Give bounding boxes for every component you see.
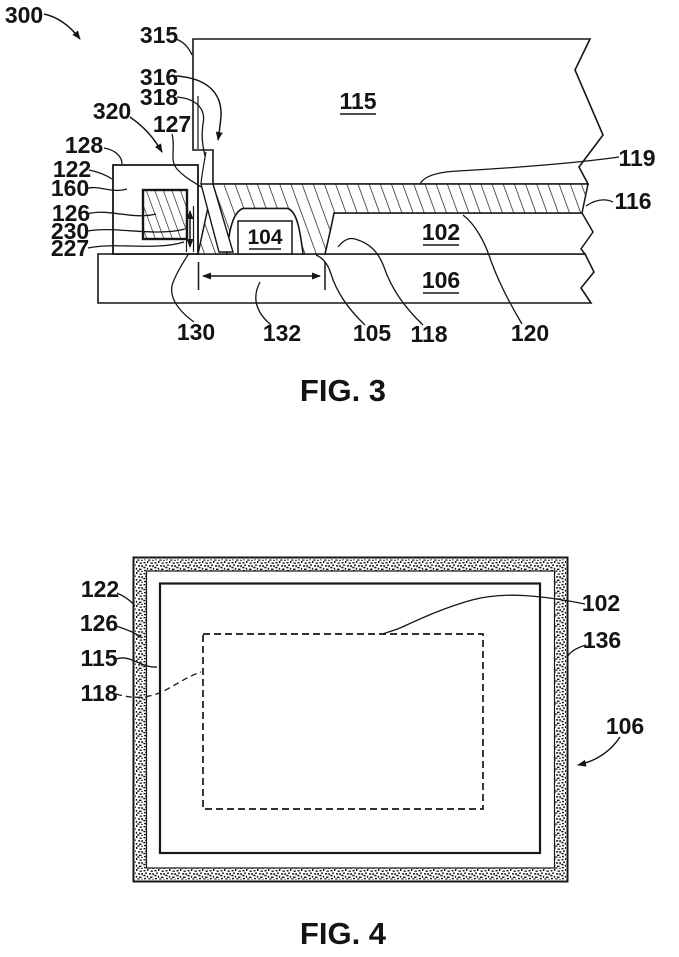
fig4-leader-136: [566, 644, 587, 659]
fig3-label-128: 128: [65, 132, 104, 158]
fig4-stipple-inner-edge: [145, 570, 556, 869]
fig4-label-136: 136: [583, 627, 621, 653]
fig3-label-120: 120: [511, 320, 549, 346]
fig4-label-106: 106: [606, 713, 644, 739]
fig3-leader-300: [43, 13, 81, 40]
fig3-label-118: 118: [410, 321, 447, 347]
fig3-leader-128: [103, 147, 123, 165]
fig3-label-105: 105: [353, 320, 392, 346]
fig4-inner-rect-115: [158, 582, 542, 855]
fig3-label-104: 104: [247, 226, 282, 249]
fig4-outer-rect-106: [132, 556, 569, 883]
fig3-label-320: 320: [93, 98, 131, 124]
fig3-label-127: 127: [153, 111, 191, 137]
fig4-label-115: 115: [80, 645, 117, 671]
fig3-label-115: 115: [339, 88, 376, 114]
fig3: 300 315 316 318 320 127 128 122 160 126 …: [5, 2, 656, 408]
fig3-leader-116: [585, 199, 614, 207]
fig4: 122 126 115 118 102 136 106 FIG. 4: [80, 556, 644, 951]
fig3-label-316: 316: [140, 64, 178, 90]
fig3-label-119: 119: [618, 145, 655, 171]
fig3-leader-160: [84, 186, 128, 192]
fig3-caption: FIG. 3: [300, 373, 386, 408]
fig3-leader-118: [337, 237, 424, 326]
fig3-leader-105: [315, 254, 366, 326]
fig3-leader-120: [462, 214, 523, 325]
fig3-leader-126: [86, 211, 157, 217]
fig3-label-122: 122: [53, 156, 91, 182]
fig3-layer-115: [192, 38, 604, 185]
fig4-label-102: 102: [582, 590, 620, 616]
fig3-leader-132: [255, 281, 272, 326]
fig3-leader-127: [171, 133, 202, 188]
fig4-dashed-rect-118: [202, 633, 484, 810]
fig3-leader-119: [419, 156, 620, 185]
fig3-label-300: 300: [5, 2, 43, 28]
fig3-label-116: 116: [614, 188, 651, 214]
fig3-label-230: 230: [51, 218, 89, 244]
fig3-leader-315: [175, 38, 193, 56]
fig3-box-104: [237, 220, 293, 255]
fig4-leader-126: [115, 625, 143, 639]
fig4-caption: FIG. 4: [300, 916, 387, 951]
fig3-leader-230: [87, 228, 186, 233]
fig3-leader-318: [176, 96, 206, 157]
fig4-leader-122: [116, 592, 136, 607]
fig3-leader-316: [175, 75, 223, 141]
fig3-label-315: 315: [140, 22, 179, 48]
fig3-label-132: 132: [263, 320, 301, 346]
fig3-label-318: 318: [140, 84, 179, 110]
fig3-leader-227: [87, 241, 185, 249]
fig3-label-227: 227: [51, 235, 89, 261]
fig4-leader-115: [115, 657, 158, 668]
fig4-label-122: 122: [81, 576, 119, 602]
fig4-label-118: 118: [80, 680, 117, 706]
fig4-leader-118: [115, 671, 202, 698]
fig3-label-160: 160: [51, 175, 89, 201]
fig3-leader-320: [129, 116, 163, 153]
fig4-label-126: 126: [80, 610, 118, 636]
fig3-liner-notch: [200, 151, 207, 185]
fig3-label-130: 130: [177, 319, 215, 345]
fig3-label-126: 126: [52, 200, 90, 226]
fig3-leader-122: [88, 169, 113, 180]
fig3-label-106: 106: [422, 267, 460, 293]
fig4-leader-102: [382, 594, 586, 635]
fig3-leader-130: [170, 252, 195, 323]
fig4-leader-106: [577, 736, 621, 767]
fig3-label-102: 102: [422, 219, 460, 245]
fig3-spacer-127: [200, 183, 234, 253]
